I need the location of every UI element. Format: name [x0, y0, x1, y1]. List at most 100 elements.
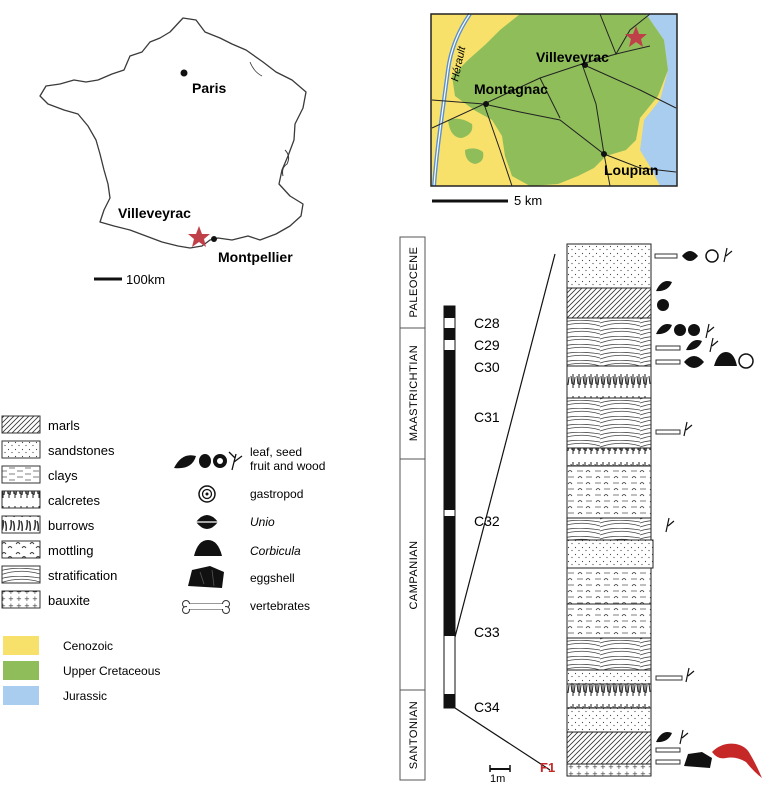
loupian-label: Loupian	[604, 162, 658, 178]
cenozoic-swatch	[3, 636, 39, 655]
chron-label: C30	[474, 359, 500, 375]
legend-swatch-mottling	[1, 540, 41, 559]
fossil-label: gastropod	[250, 487, 303, 501]
gastropod-icon	[705, 249, 719, 263]
legend-label: burrows	[48, 518, 95, 533]
fossil-label: eggshell	[250, 571, 295, 585]
lithology-legend: marls sandstones clays calcretes burrows…	[1, 415, 117, 609]
regional-map: Hérault Villeveyrac Montagnac Loupian 5 …	[430, 12, 678, 208]
legend-swatch-clays	[1, 465, 41, 484]
france-map: Paris Villeveyrac Montpellier 100km	[39, 17, 307, 287]
stage-label-santonian: SANTONIAN	[408, 701, 420, 769]
paris-dot	[180, 69, 188, 77]
leaf-seed-icon	[665, 517, 675, 533]
upper-cretaceous-swatch	[3, 661, 39, 680]
legend-swatch-marls	[1, 415, 41, 434]
bone-icon	[654, 253, 678, 259]
reptile-skeleton	[712, 743, 762, 778]
gastropod-icon	[688, 324, 700, 336]
corbicula-icon	[714, 352, 737, 366]
leaf-seed-icon	[705, 323, 715, 339]
legend-label: clays	[48, 468, 78, 483]
chron-label: C34	[474, 699, 500, 715]
bone-icon	[655, 675, 683, 681]
chron-label: C33	[474, 624, 500, 640]
eggshell-icon	[684, 752, 712, 768]
legend-label: stratification	[48, 568, 117, 583]
villeveyrac-star-regional	[625, 26, 647, 47]
france-scale-label: 100km	[126, 272, 165, 287]
fossil-legend: leaf, seed fruit and wood gastropod Unio…	[174, 445, 325, 614]
fossil-label: Unio	[250, 515, 275, 529]
unio-icon	[682, 251, 698, 261]
geology-label: Jurassic	[63, 689, 107, 703]
leaf-seed-icon	[679, 729, 689, 745]
leaf-seed-icon	[686, 340, 702, 351]
stage-label-maastrichtian: MAASTRICHTIAN	[408, 345, 420, 441]
chron-label: C29	[474, 337, 500, 353]
legend-swatch-bauxite	[1, 590, 41, 609]
stage-column: PALEOCENE MAASTRICHTIAN CAMPANIAN SANTON…	[399, 236, 426, 781]
bone-icon	[182, 600, 230, 614]
leaf-seed-icon	[709, 337, 719, 353]
gastropod-icon	[198, 485, 216, 503]
bone-icon	[655, 759, 681, 765]
polarity-column: C28 C29 C30 C31 C32 C33 C34	[443, 305, 500, 715]
fossil-label: fruit and wood	[250, 459, 325, 473]
chron-label: C31	[474, 409, 500, 425]
villeveyrac-label-france: Villeveyrac	[118, 205, 191, 221]
bone-icon	[655, 429, 681, 435]
fossil-label: vertebrates	[250, 599, 310, 613]
legend-label: sandstones	[48, 443, 115, 458]
leaf-seed-icon	[656, 281, 672, 292]
gastropod-icon	[674, 324, 686, 336]
leaf-seed-icon	[656, 732, 672, 743]
leaf-seed-icon	[656, 324, 672, 335]
correlation-line-bottom	[454, 707, 551, 771]
corbicula-icon	[194, 540, 222, 556]
legend-label: calcretes	[48, 493, 101, 508]
unio-icon	[684, 356, 704, 368]
section-scale-label: 1m	[490, 773, 505, 785]
leaf-seed-icon	[174, 451, 243, 471]
legend-swatch-stratification	[1, 565, 41, 584]
section-fossils	[654, 247, 762, 778]
villeveyrac-star	[188, 226, 210, 247]
locality-label: F1	[540, 760, 555, 775]
paris-label: Paris	[192, 80, 226, 96]
fossil-label: leaf, seed	[250, 445, 302, 459]
jurassic-area	[640, 14, 677, 186]
bone-icon	[655, 359, 681, 365]
jurassic-swatch	[3, 686, 39, 705]
geology-label: Upper Cretaceous	[63, 664, 160, 678]
chron-label: C28	[474, 315, 500, 331]
unio-icon	[196, 515, 218, 529]
bone-icon	[655, 345, 681, 351]
fossil-label: Corbicula	[250, 544, 301, 558]
leaf-seed-icon	[683, 421, 693, 437]
regional-scale-label: 5 km	[514, 193, 542, 208]
stage-label-paleocene: PALEOCENE	[408, 247, 420, 318]
leaf-seed-icon	[723, 247, 733, 263]
chron-label: C32	[474, 513, 500, 529]
legend-swatch-burrows	[1, 515, 41, 534]
geology-legend: Cenozoic Upper Cretaceous Jurassic	[3, 636, 160, 705]
correlation-line-top	[454, 253, 556, 638]
legend-label: marls	[48, 418, 80, 433]
legend-label: bauxite	[48, 593, 90, 608]
leaf-seed-icon	[685, 667, 695, 683]
gastropod-icon	[657, 299, 669, 311]
montpellier-dot	[211, 236, 217, 242]
legend-swatch-calcretes	[1, 490, 41, 509]
eggshell-icon	[188, 566, 224, 588]
legend-swatch-sandstones	[1, 440, 41, 459]
stratigraphic-section	[566, 243, 654, 777]
montagnac-label: Montagnac	[474, 81, 548, 97]
gastropod-icon	[738, 353, 754, 369]
bone-icon	[655, 747, 681, 753]
stage-label-campanian: CAMPANIAN	[408, 540, 420, 609]
montpellier-label: Montpellier	[218, 249, 293, 265]
legend-label: mottling	[48, 543, 94, 558]
cretaceous-area	[452, 14, 668, 186]
